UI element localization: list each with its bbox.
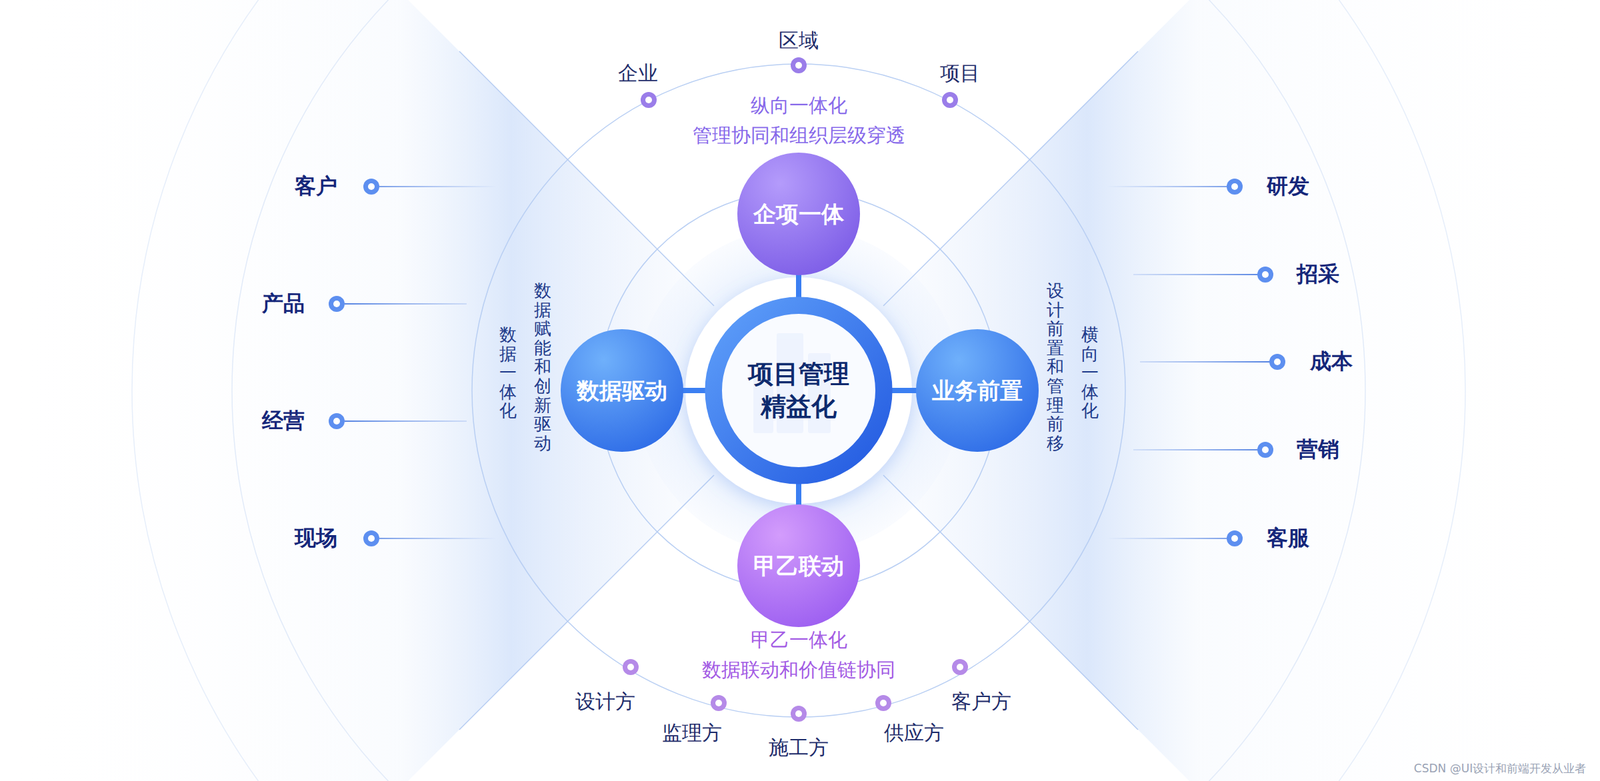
node-text: 企项一体: [753, 199, 844, 229]
ring-label: 客户方: [951, 688, 1012, 716]
node-text: 项目管理 精益化: [744, 358, 853, 424]
purple-note: 数据联动和价值链协同: [702, 657, 896, 684]
vertical-note: 横向一体化: [1081, 325, 1099, 421]
domain-label: 客户: [294, 172, 338, 202]
vertical-note: 设计前置和管理前移: [1046, 281, 1064, 453]
dot-centers: [333, 62, 1281, 718]
node-text: 甲乙联动: [753, 551, 844, 581]
connector-stub: [682, 388, 706, 394]
node-text: 业务前置: [932, 376, 1023, 406]
domain-label: 客服: [1266, 524, 1310, 554]
domain-label: 现场: [294, 524, 338, 554]
watermark: CSDN @UI设计和前端开发从业者: [1414, 761, 1586, 777]
node-text: 数据驱动: [576, 376, 668, 406]
center-circle: 项目管理 精益化: [704, 296, 894, 486]
ring-label: 项目: [940, 60, 980, 88]
ring-label: 施工方: [768, 734, 829, 762]
ring-label: 设计方: [575, 688, 636, 716]
circle-outline: [704, 296, 894, 486]
domain-label: 成本: [1310, 347, 1353, 377]
violet-circle: 甲乙联动: [737, 504, 860, 628]
connector-stub: [796, 274, 802, 298]
purple-note: 纵向一体化: [750, 92, 848, 120]
domain-label: 招采: [1296, 260, 1340, 290]
purple-note: 管理协同和组织层级穿透: [692, 122, 906, 150]
ring-label: 监理方: [662, 720, 722, 748]
center-white-disc: [685, 277, 912, 504]
vertical-note: 数据赋能和创新驱动: [534, 281, 552, 453]
diagonal-lines: [459, 51, 1138, 730]
ring-label: 企业: [618, 60, 658, 88]
blue-circle: 业务前置: [916, 329, 1039, 452]
connector-stub: [892, 388, 918, 394]
domain-label: 产品: [262, 289, 305, 319]
purple-circle: 企项一体: [737, 152, 860, 276]
right-wedge: [798, 0, 1600, 781]
vertical-note: 数据一体化: [499, 325, 517, 421]
domain-label: 研发: [1266, 172, 1310, 202]
connector-stub: [796, 484, 802, 506]
rings: [132, 0, 1466, 781]
left-wedge: [0, 0, 799, 781]
ring-label: 区域: [778, 27, 819, 55]
purple-note: 甲乙一体化: [750, 627, 848, 654]
blue-circle: 数据驱动: [560, 329, 684, 452]
domain-label: 经营: [262, 406, 305, 436]
domain-label: 营销: [1296, 435, 1340, 465]
ring-label: 供应方: [884, 720, 944, 748]
